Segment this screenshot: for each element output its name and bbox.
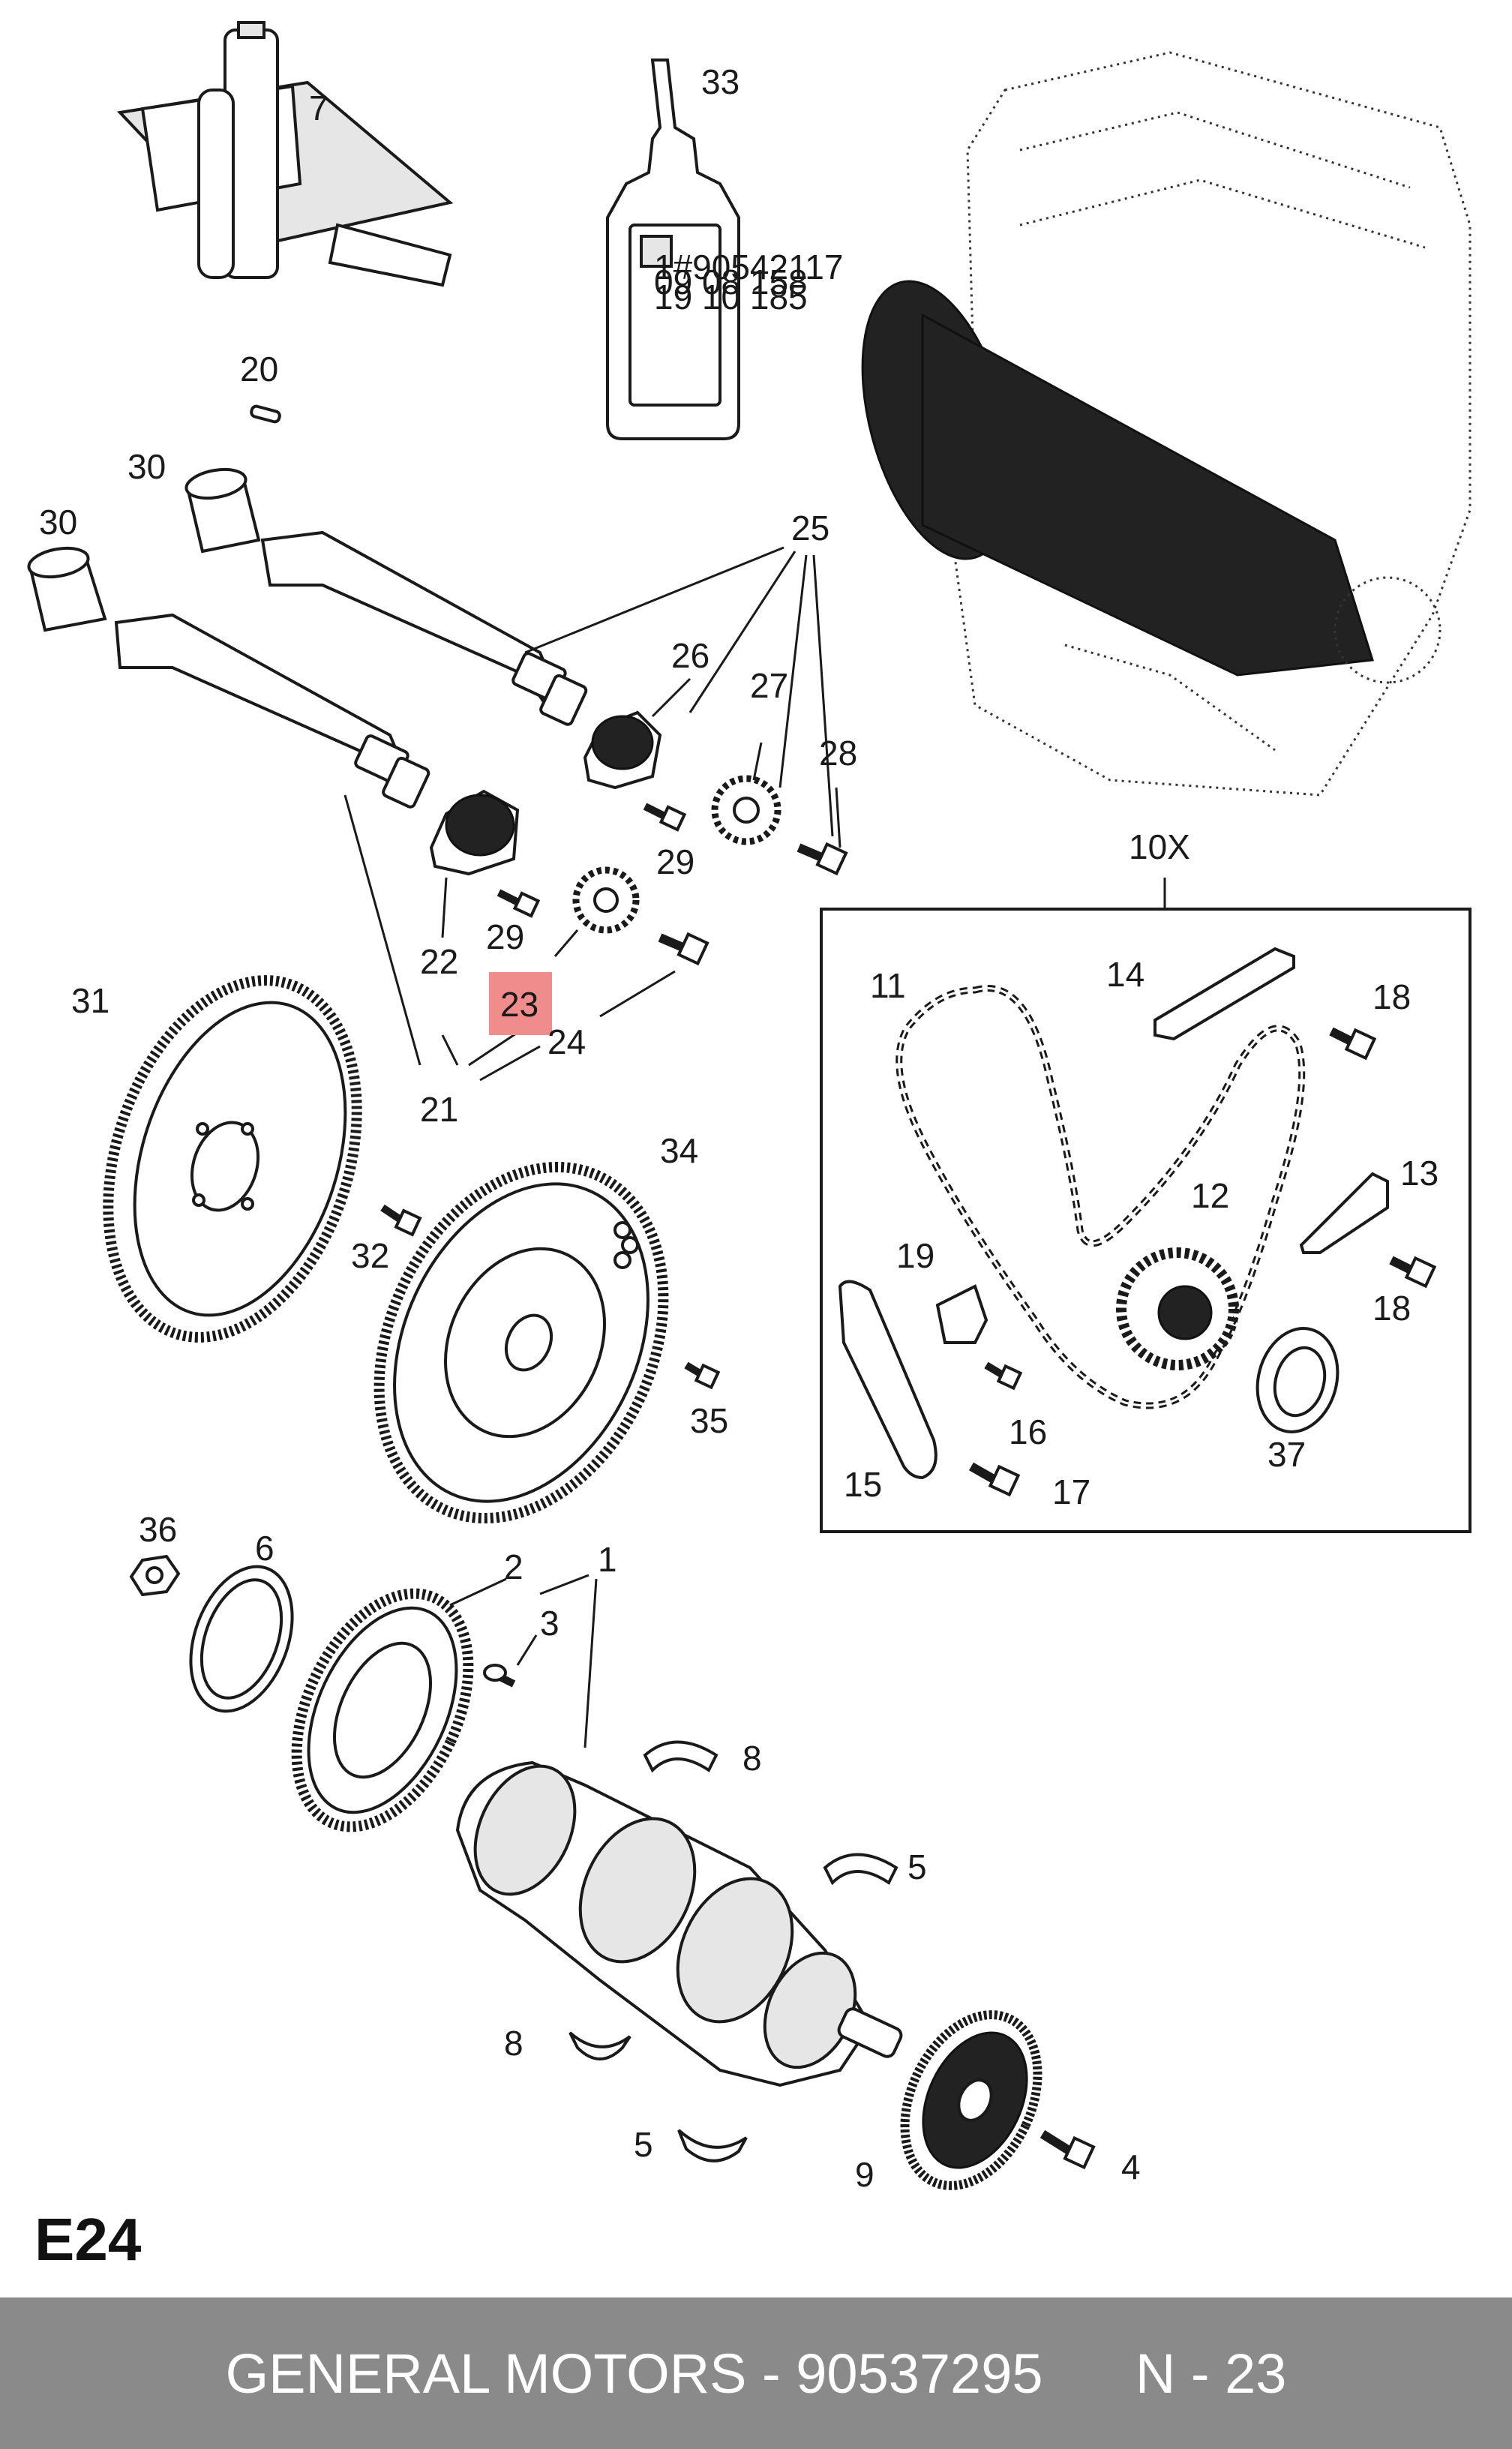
bearing-shell-5-lower	[677, 2129, 748, 2162]
callout-5-lower: 5	[634, 2125, 653, 2164]
pin-20	[250, 404, 281, 424]
callout-19: 19	[896, 1236, 934, 1275]
balance-shaft-lower	[114, 613, 430, 809]
callout-9: 9	[855, 2155, 874, 2194]
callout-18-lower: 18	[1372, 1289, 1411, 1328]
callout-20: 20	[240, 350, 278, 389]
crank-pulley-9	[900, 2010, 1042, 2190]
bottle-label-line2: 09 08 158	[654, 263, 808, 302]
pulley-bolt-4	[1040, 2129, 1096, 2170]
bearing-shell-8-lower	[568, 2031, 632, 2060]
callout-29-lower: 29	[486, 917, 524, 956]
callout-12: 12	[1191, 1176, 1229, 1215]
callout-28: 28	[819, 734, 857, 773]
callout-8-upper: 8	[742, 1739, 762, 1778]
callout-1: 1	[598, 1540, 617, 1579]
callout-6: 6	[255, 1529, 274, 1568]
callout-8-lower: 8	[504, 2024, 524, 2063]
callout-2: 2	[504, 1547, 524, 1586]
callout-32: 32	[351, 1236, 389, 1275]
oil-bottle-33: 1#90542117 09 08 158 19 10 185	[606, 59, 843, 440]
sealant-kit-7	[116, 21, 454, 287]
bearing-flange-22	[429, 789, 520, 876]
callout-4: 4	[1121, 2147, 1141, 2186]
highlight-23-box	[489, 972, 552, 1035]
callout-7: 7	[309, 89, 328, 128]
callout-16: 16	[1009, 1412, 1047, 1451]
callout-26: 26	[671, 636, 710, 675]
nut-36	[129, 1554, 181, 1597]
flexplate-34	[374, 1161, 669, 1524]
engine-block-illustration	[861, 51, 1472, 797]
callout-11: 11	[870, 966, 906, 1005]
footer-brand: GENERAL MOTORS	[225, 2342, 747, 2405]
callout-17: 17	[1052, 1472, 1090, 1511]
bolt-29-upper	[643, 803, 687, 832]
callout-13: 13	[1400, 1154, 1438, 1193]
bearing-shell-5-upper	[823, 1853, 898, 1886]
crankshaft-1	[455, 1760, 903, 2087]
callout-5-upper: 5	[908, 1847, 927, 1886]
reluctor-ring-2	[291, 1588, 474, 1832]
callout-22: 22	[420, 942, 458, 981]
callout-30-upper: 30	[128, 447, 166, 486]
callout-21: 21	[420, 1090, 458, 1129]
callout-10x: 10X	[1129, 827, 1190, 866]
callout-35: 35	[690, 1401, 728, 1440]
callout-24: 24	[548, 1022, 586, 1061]
callout-30-lower: 30	[39, 503, 77, 542]
sprocket-27	[711, 775, 782, 845]
dual-mass-flywheel-31	[103, 975, 362, 1343]
callout-14: 14	[1106, 955, 1144, 994]
timing-chain-kit-box	[820, 878, 1472, 1533]
footer-bar: GENERAL MOTORS - 90537295 N - 23	[0, 2297, 1512, 2449]
crank-seal-6	[189, 1565, 294, 1713]
bolt-28	[796, 842, 848, 876]
callout-23: 23	[500, 985, 538, 1024]
callout-34: 34	[660, 1131, 698, 1170]
footer-text: GENERAL MOTORS - 90537295 N - 23	[226, 2342, 1287, 2405]
callout-3: 3	[540, 1604, 560, 1643]
footer-part-number: 90537295	[796, 2342, 1043, 2405]
callout-27: 27	[750, 666, 788, 705]
leader-lines-upper	[344, 546, 842, 1082]
bolt-24	[658, 932, 710, 966]
bearing-flange-26	[583, 710, 662, 790]
callout-15: 15	[844, 1465, 882, 1504]
footer-ref-label: N - 23	[1135, 2342, 1287, 2405]
bolt-29-lower	[496, 889, 541, 918]
balance-shaft-upper	[260, 530, 588, 726]
callout-31: 31	[71, 981, 110, 1020]
footer-separator: -	[746, 2342, 796, 2405]
bottle-label-line1: 1#90542117	[654, 248, 843, 287]
sprocket-23	[572, 866, 640, 934]
exploded-parts-diagram: 1#90542117 09 08 158 19 10 185	[27, 21, 1472, 2194]
bottle-label-line3: 19 10 185	[654, 278, 808, 317]
callout-37: 37	[1268, 1435, 1306, 1474]
callout-33: 33	[701, 62, 740, 101]
callout-25: 25	[791, 509, 830, 548]
callout-18-upper: 18	[1372, 977, 1411, 1016]
bearing-shell-8-upper	[643, 1740, 718, 1773]
page-code: E24	[34, 2206, 142, 2273]
bushing-30-lower	[27, 546, 107, 632]
callout-29-upper: 29	[656, 842, 694, 881]
screw-3	[483, 1664, 516, 1688]
bolt-32	[380, 1204, 422, 1237]
footer-spacer	[1043, 2342, 1136, 2405]
bushing-30-upper	[184, 467, 261, 554]
bolt-35	[684, 1361, 721, 1390]
leader-lines-lower	[449, 1574, 598, 1748]
callout-36: 36	[139, 1510, 177, 1549]
